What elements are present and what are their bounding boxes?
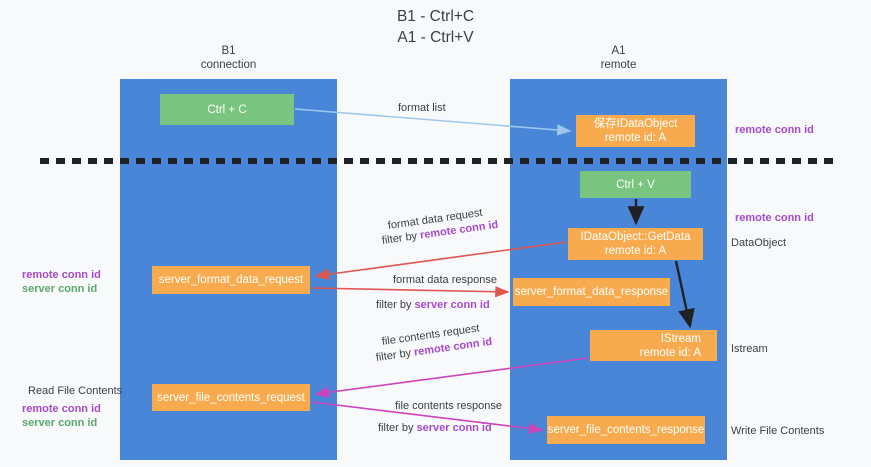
edge-label-filter-prefix-2: filter by bbox=[376, 299, 415, 311]
lane-header-a1: A1 remote bbox=[510, 44, 727, 72]
annotation-istream-text: Istream bbox=[731, 343, 768, 355]
edge-file-contents-response bbox=[311, 401, 544, 435]
edge-label-format-list: format list bbox=[398, 101, 446, 116]
node-server-file-contents-request-label: server_file_contents_request bbox=[157, 391, 305, 404]
edge-label-filter-prefix-3: filter by bbox=[375, 346, 415, 364]
edge-label-file-contents-response: file contents response bbox=[395, 399, 502, 414]
node-ctrl-v[interactable]: Ctrl + V bbox=[580, 171, 691, 198]
annotation-remote-conn-id-top-text: remote conn id bbox=[735, 124, 814, 136]
edge-label-file-contents-response-text: file contents response bbox=[395, 400, 503, 412]
edge-file-contents-request bbox=[314, 357, 589, 398]
node-server-format-data-request-label: server_format_data_request bbox=[158, 274, 304, 286]
annotation-left-server-conn-id-2: server conn id bbox=[22, 417, 98, 429]
annotation-left-conn-ids-2: remote conn id server conn id bbox=[22, 402, 101, 430]
annotation-write-file-contents: Write File Contents bbox=[731, 424, 824, 438]
annotation-remote-conn-id-mid-text: remote conn id bbox=[735, 212, 814, 224]
node-server-file-contents-response-label: server_file_contents_response bbox=[547, 424, 705, 436]
edge-getdata-to-istream bbox=[674, 260, 695, 329]
edge-label-filter-server-conn-id-2: server conn id bbox=[416, 422, 492, 434]
node-ctrl-c[interactable]: Ctrl + C bbox=[160, 94, 294, 125]
edge-label-filter-server-conn-id: server conn id bbox=[414, 299, 490, 311]
node-idataobject-getdata[interactable]: IDataObject::GetData remote id: A bbox=[568, 228, 703, 260]
node-idataobject-getdata-remote-id: remote id: A bbox=[604, 245, 667, 257]
annotation-remote-conn-id-mid: remote conn id bbox=[735, 211, 814, 225]
node-ctrl-c-label: Ctrl + C bbox=[207, 103, 247, 116]
annotation-left-remote-conn-id-2: remote conn id bbox=[22, 403, 101, 415]
lane-header-a1-name: A1 bbox=[611, 45, 626, 57]
edge-label-filter-prefix: filter by bbox=[381, 229, 421, 247]
edge-label-format-data-response: format data response bbox=[393, 273, 497, 288]
annotation-left-conn-ids: remote conn id server conn id bbox=[22, 268, 101, 296]
node-save-idataobject-label: 保存IDataObject bbox=[593, 118, 678, 130]
node-istream[interactable]: IStream remote id: A bbox=[590, 330, 717, 361]
node-server-format-data-request[interactable]: server_format_data_request bbox=[152, 266, 310, 294]
node-istream-label: IStream bbox=[660, 332, 701, 345]
lane-header-b1-sublabel: connection bbox=[200, 59, 257, 71]
node-ctrl-v-label: Ctrl + V bbox=[616, 178, 655, 191]
node-server-file-contents-request[interactable]: server_file_contents_request bbox=[152, 384, 310, 411]
annotation-read-file-contents: Read File Contents bbox=[28, 384, 122, 398]
edge-label-format-data-response-filter: filter by server conn id bbox=[376, 298, 490, 313]
lane-header-b1-name: B1 bbox=[221, 45, 236, 57]
node-idataobject-getdata-label: IDataObject::GetData bbox=[580, 231, 691, 243]
lane-header-b1: B1 connection bbox=[120, 44, 337, 72]
annotation-left-server-conn-id: server conn id bbox=[22, 283, 98, 295]
edge-format-list bbox=[294, 108, 572, 136]
node-save-idataobject-remote-id: remote id: A bbox=[604, 132, 667, 144]
edge-label-file-contents-response-filter: filter by server conn id bbox=[378, 421, 492, 436]
page-title-line-1: B1 - Ctrl+C bbox=[396, 8, 475, 25]
edge-label-format-data-response-text: format data response bbox=[393, 274, 497, 286]
lane-header-a1-sublabel: remote bbox=[600, 59, 637, 71]
page-title: B1 - Ctrl+C A1 - Ctrl+V bbox=[0, 6, 871, 48]
node-server-format-data-response[interactable]: server_format_data_response bbox=[513, 278, 670, 306]
annotation-remote-conn-id-top: remote conn id bbox=[735, 123, 814, 137]
edge-format-data-response bbox=[311, 286, 510, 298]
edge-label-filter-prefix-4: filter by bbox=[378, 422, 417, 434]
node-server-file-contents-response[interactable]: server_file_contents_response bbox=[547, 416, 705, 444]
page-title-line-2: A1 - Ctrl+V bbox=[397, 29, 474, 46]
node-save-idataobject[interactable]: 保存IDataObject remote id: A bbox=[576, 115, 695, 147]
node-istream-remote-id: remote id: A bbox=[639, 346, 701, 359]
edge-format-data-request bbox=[314, 241, 567, 280]
node-server-format-data-response-label: server_format_data_response bbox=[514, 286, 669, 298]
annotation-istream: Istream bbox=[731, 342, 768, 356]
annotation-left-remote-conn-id: remote conn id bbox=[22, 269, 101, 281]
annotation-write-file-contents-text: Write File Contents bbox=[731, 425, 825, 437]
annotation-read-file-contents-text: Read File Contents bbox=[28, 385, 123, 397]
section-divider bbox=[40, 158, 835, 164]
annotation-dataobject: DataObject bbox=[731, 236, 786, 250]
edge-label-format-list-text: format list bbox=[398, 102, 446, 114]
annotation-dataobject-text: DataObject bbox=[731, 237, 787, 249]
